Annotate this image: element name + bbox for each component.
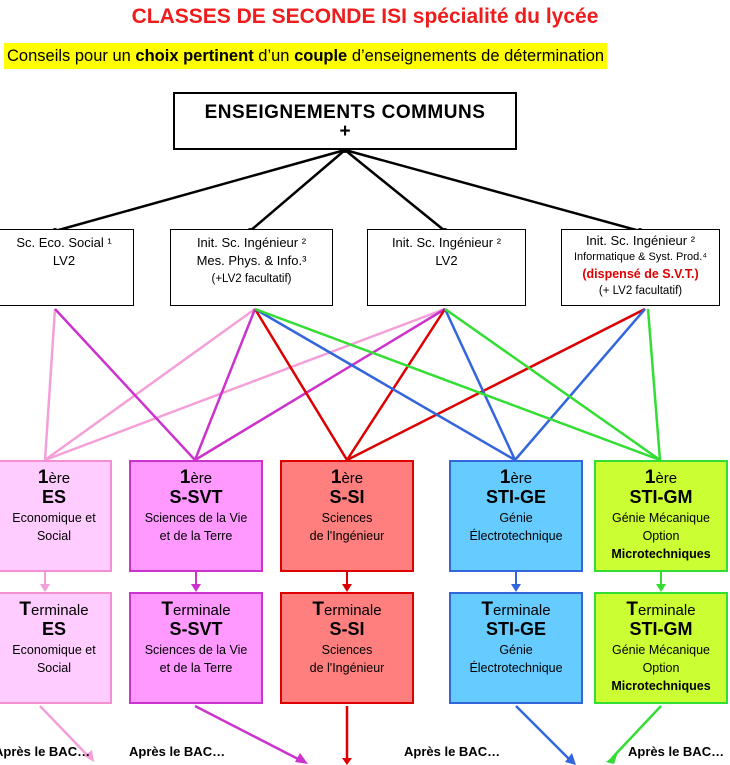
subtitle-part-2: d’un: [253, 47, 295, 65]
section-code: STI-GM: [629, 619, 693, 639]
section-desc: Sciences de la Vie: [144, 511, 248, 525]
common-teaching-box: ENSEIGNEMENTS COMMUNS +: [173, 92, 517, 150]
level-number: 1: [499, 467, 511, 488]
level-number: 1: [644, 467, 656, 488]
section-code: S-SVT: [169, 487, 223, 507]
first-stige-box: 1ère STI-GE Génie Électrotechnique: [449, 460, 583, 572]
section-desc: Economique et: [12, 643, 96, 657]
option-line: Informatique & Syst. Prod.⁴: [573, 251, 708, 263]
level-suffix: erminale: [173, 602, 231, 619]
subtitle-part-3: d’enseignements de détermination: [347, 47, 605, 65]
section-desc: Génie Mécanique: [612, 643, 710, 657]
common-teaching-plus: +: [339, 121, 351, 142]
option-line: (+LV2 facultatif): [211, 273, 292, 285]
section-desc: Option: [642, 529, 680, 543]
section-desc: et de la Terre: [159, 529, 233, 543]
section-desc: Génie: [499, 511, 533, 525]
section-desc: Génie: [499, 643, 533, 657]
first-ssi-box: 1ère S-SI Sciences de l'Ingénieur: [280, 460, 414, 572]
section-desc: Sciences: [321, 511, 373, 525]
section-desc: Social: [36, 661, 72, 675]
level-suffix: ère: [655, 470, 678, 487]
after-bac-label: Après le BAC…: [628, 744, 725, 759]
section-code: S-SI: [329, 487, 365, 507]
section-desc: Social: [36, 529, 72, 543]
option-box-isi-mpi: Init. Sc. Ingénieur ² Mes. Phys. & Info.…: [170, 229, 333, 306]
subtitle-bold-2: couple: [294, 47, 348, 65]
level-suffix: ère: [341, 470, 364, 487]
section-desc: Option: [642, 661, 680, 675]
option-line: (+ LV2 facultatif): [598, 285, 683, 297]
subtitle-part-1: Conseils pour un: [7, 47, 136, 65]
section-desc: Électrotechnique: [469, 661, 563, 675]
level-number: 1: [37, 467, 49, 488]
section-desc: Génie Mécanique: [612, 511, 710, 525]
level-suffix: erminale: [638, 602, 696, 619]
option-line: Mes. Phys. & Info.³: [196, 253, 307, 268]
section-desc: Microtechniques: [611, 679, 711, 693]
first-es-box: 1ère ES Economique et Social: [0, 460, 112, 572]
option-box-isi-isp: Init. Sc. Ingénieur ² Informatique & Sys…: [561, 229, 720, 306]
level-suffix: ère: [190, 470, 213, 487]
level-suffix: erminale: [31, 602, 89, 619]
terminal-es-box: Terminale ES Economique et Social: [0, 592, 112, 704]
option-line: LV2: [435, 253, 458, 268]
level-suffix: erminale: [493, 602, 551, 619]
option-box-isi-lv2: Init. Sc. Ingénieur ² LV2: [367, 229, 526, 306]
level-number: 1: [330, 467, 342, 488]
subtitle-bold-1: choix pertinent: [135, 47, 254, 65]
level-suffix: erminale: [324, 602, 382, 619]
option-line: Init. Sc. Ingénieur ²: [391, 235, 502, 250]
section-code: ES: [41, 487, 66, 507]
option-line: Sc. Eco. Social ¹: [16, 235, 112, 250]
page-title: CLASSES DE SECONDE ISI spécialité du lyc…: [131, 5, 599, 28]
section-desc: Sciences: [321, 643, 373, 657]
section-desc: de l'Ingénieur: [309, 661, 385, 675]
section-desc: de l'Ingénieur: [309, 529, 385, 543]
terminal-stigm-box: Terminale STI-GM Génie Mécanique Option …: [594, 592, 728, 704]
level-suffix: ère: [510, 470, 533, 487]
section-code: S-SVT: [169, 619, 223, 639]
section-code: STI-GM: [629, 487, 693, 507]
level-number: T: [19, 599, 32, 620]
option-line: Init. Sc. Ingénieur ²: [196, 235, 307, 250]
section-desc: Sciences de la Vie: [144, 643, 248, 657]
subtitle-banner: Conseils pour un choix pertinent d’un co…: [4, 43, 608, 69]
after-bac-label: Après le BAC…: [0, 744, 91, 759]
level-number: 1: [179, 467, 191, 488]
after-bac-label: Après le BAC…: [129, 744, 226, 759]
option-box-ses: Sc. Eco. Social ¹ LV2: [0, 229, 134, 306]
option-line: Init. Sc. Ingénieur ²: [585, 233, 696, 248]
option-line-highlight: (dispensé de S.V.T.): [582, 267, 699, 281]
level-number: T: [312, 599, 325, 620]
common-teaching-title: ENSEIGNEMENTS COMMUNS: [204, 102, 486, 123]
first-ssvt-box: 1ère S-SVT Sciences de la Vie et de la T…: [129, 460, 263, 572]
section-code: STI-GE: [485, 619, 546, 639]
terminal-stige-box: Terminale STI-GE Génie Électrotechnique: [449, 592, 583, 704]
level-number: T: [481, 599, 494, 620]
section-desc: Microtechniques: [611, 547, 711, 561]
level-number: T: [626, 599, 639, 620]
section-desc: Électrotechnique: [469, 529, 563, 543]
section-code: ES: [41, 619, 66, 639]
terminal-ssvt-box: Terminale S-SVT Sciences de la Vie et de…: [129, 592, 263, 704]
first-stigm-box: 1ère STI-GM Génie Mécanique Option Micro…: [594, 460, 728, 572]
section-code: S-SI: [329, 619, 365, 639]
after-bac-label: Après le BAC…: [404, 744, 501, 759]
section-code: STI-GE: [485, 487, 546, 507]
level-number: T: [161, 599, 174, 620]
section-desc: Economique et: [12, 511, 96, 525]
option-line: LV2: [52, 253, 76, 268]
terminal-ssi-box: Terminale S-SI Sciences de l'Ingénieur: [280, 592, 414, 704]
section-desc: et de la Terre: [159, 661, 233, 675]
level-suffix: ère: [48, 470, 71, 487]
